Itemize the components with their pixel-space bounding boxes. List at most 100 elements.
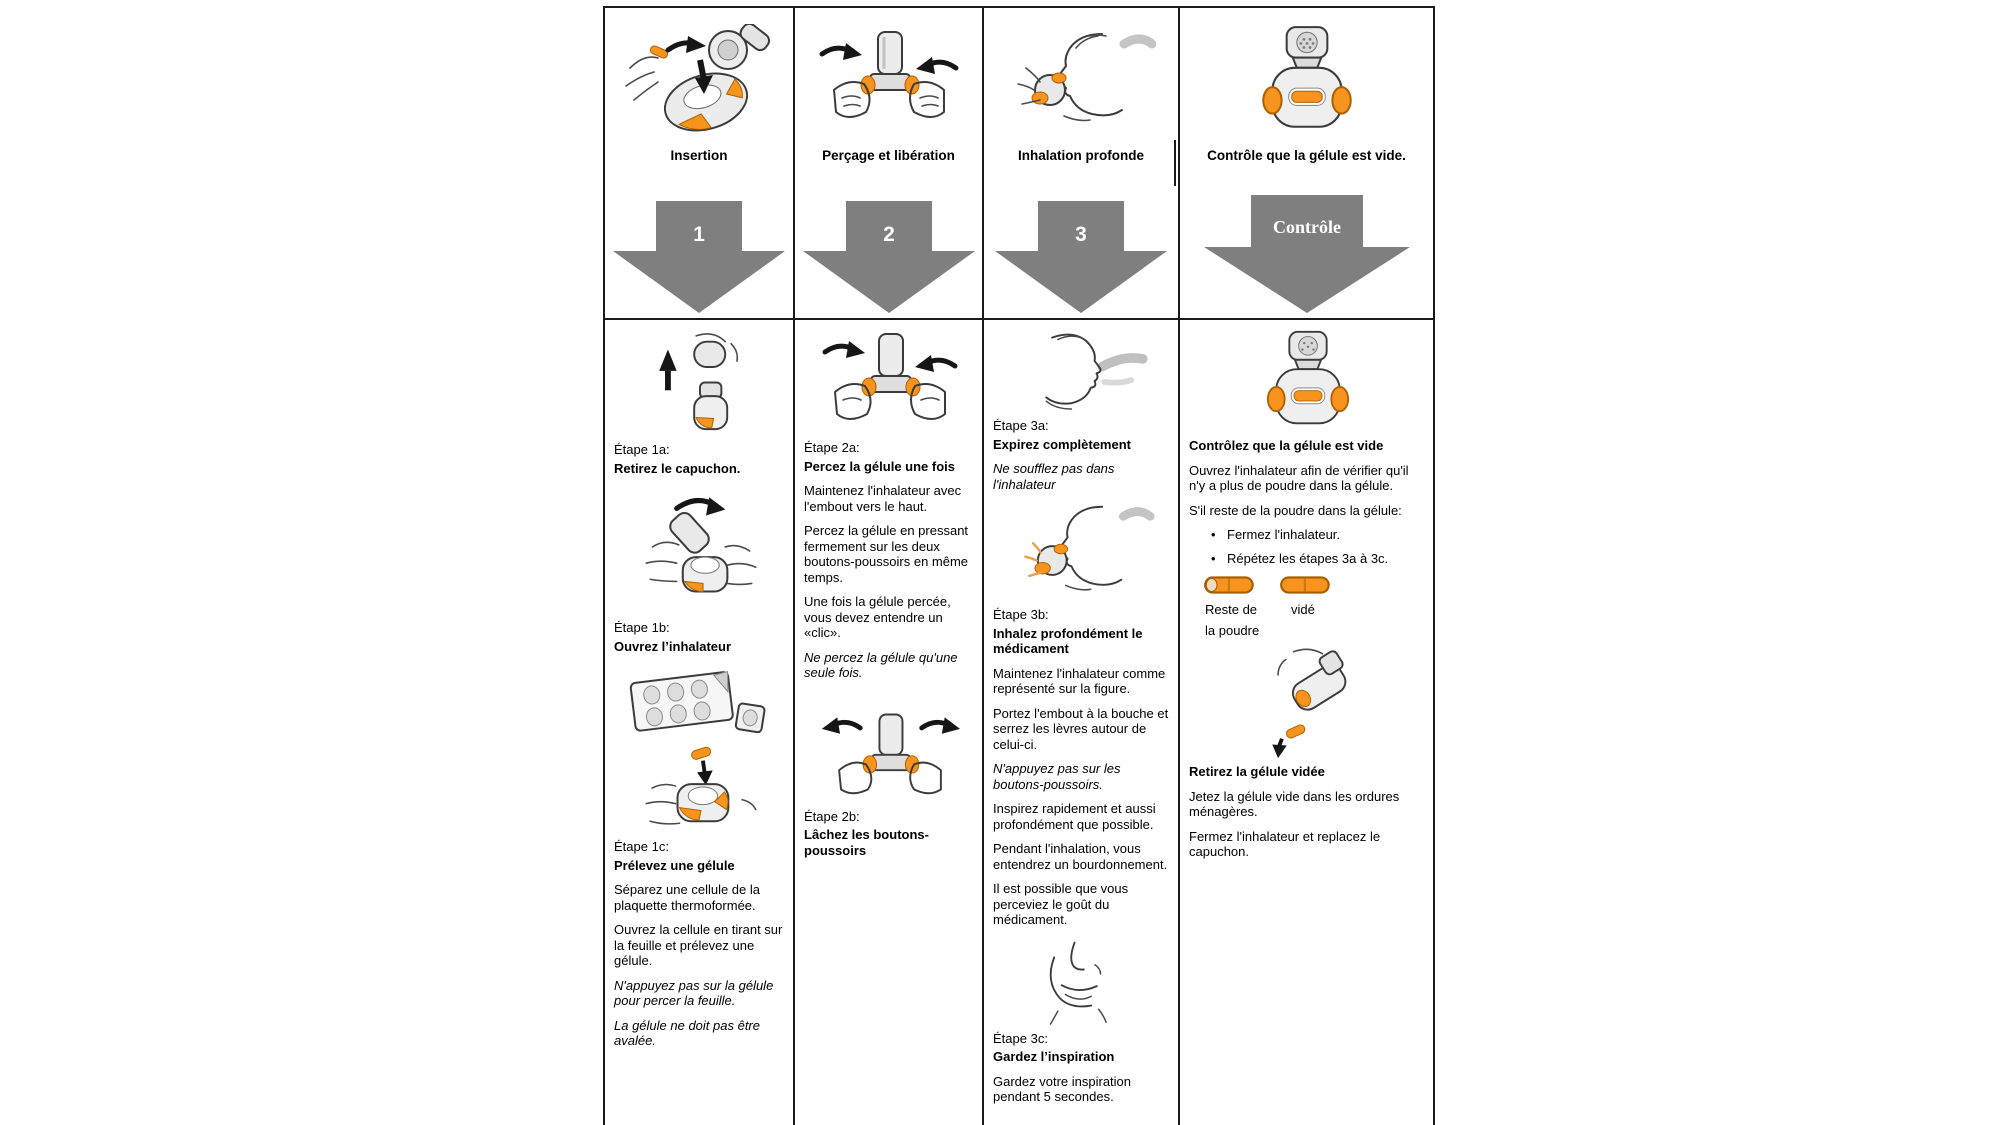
open-inhaler-front-icon (1261, 25, 1352, 128)
header-label-inhalation: Inhalation profonde (1018, 148, 1144, 163)
capsule-with-powder-icon (1204, 576, 1254, 594)
step-3b-paragraph: Inspirez rapidement et aussi profondémen… (993, 801, 1156, 832)
step-1b-title: Ouvrez l’inhalateur (614, 638, 732, 654)
open-inhaler-front-icon (1266, 330, 1349, 425)
capsule-powder-label: Reste de (1205, 602, 1258, 617)
header-label-piercing: Perçage et libération (822, 148, 955, 163)
check-title: Contrôlez que la gélule est vide (1189, 438, 1384, 453)
header-cell-piercing: Perçage et libération 2 (795, 8, 984, 320)
header-label-control: Contrôle que la gélule est vide. (1207, 148, 1406, 163)
header-cell-insertion: Insertion 1 (605, 8, 795, 320)
blister-pack-icon (629, 670, 766, 734)
exhale-icon (1045, 333, 1148, 410)
step-arrow-3-label: 3 (1075, 223, 1087, 246)
step-1c-label: Étape 1c: (614, 839, 669, 854)
step-3a-label: Étape 3a: (993, 418, 1049, 433)
step-2b-title: Lâchez les boutons-poussoirs (804, 827, 929, 858)
step-3a-title: Expirez complètement (993, 436, 1131, 452)
step-arrow-3: 3 (995, 201, 1167, 313)
header-label-insertion: Insertion (670, 148, 728, 163)
step-1c-paragraph: Séparez une cellule de la plaquette ther… (614, 882, 760, 913)
step-1b-illustration (614, 490, 786, 612)
inhaler-open-capsule-icon (625, 24, 771, 132)
step-arrow-1-label: 1 (693, 223, 705, 246)
capsule-labels: Reste de la poudre vidé (1193, 602, 1426, 638)
step-arrow-1: 1 (613, 201, 785, 313)
step-3c-illustration (993, 937, 1171, 1025)
step-1a-title: Retirez le capuchon. (614, 460, 741, 476)
instruction-table: Insertion 1 (603, 6, 1435, 1125)
step-1b-label: Étape 1b: (614, 620, 670, 635)
step-2a-paragraph: Une fois la gélule percée, vous devez en… (804, 594, 951, 640)
blister-illustration (614, 663, 786, 743)
column-insertion-steps: Étape 1a: Retirez le capuchon. Étape 1b:… (605, 320, 795, 1125)
insertion-illustration (605, 8, 793, 148)
step-2b-illustration (804, 703, 975, 799)
check-bullet-text: Fermez l'inhalateur. (1227, 527, 1341, 542)
step-2a-paragraph: Maintenez l'inhalateur avec l'embout ver… (804, 483, 962, 514)
control-illustration (1180, 8, 1433, 148)
check-capsule-illustration (1189, 330, 1426, 428)
header-cell-inhalation: Inhalation profonde 3 (984, 8, 1180, 320)
open-inhaler-icon (645, 497, 757, 593)
release-buttons-icon (821, 713, 960, 794)
step-3a-note: Ne soufflez pas dans l'inhalateur (993, 461, 1115, 492)
step-3b-paragraph: Maintenez l'inhalateur comme représenté … (993, 665, 1166, 697)
bullet-icon: • (1211, 527, 1216, 542)
check-bullet-text: Répétez les étapes 3a à 3c. (1227, 550, 1389, 566)
step-arrow-2: 2 (802, 201, 975, 313)
step-arrow-control: Contrôle (1203, 195, 1410, 313)
step-arrow-2-label: 2 (883, 223, 895, 246)
column-piercing-steps: Étape 2a: Percez la gélule une fois Main… (795, 320, 984, 1125)
step-2b-label: Étape 2b: (804, 808, 860, 824)
piercing-illustration (795, 8, 982, 148)
tip-out-capsule-icon (1271, 648, 1346, 759)
step-3b-label: Étape 3b: (993, 607, 1049, 622)
empty-capsule-icon (1280, 576, 1330, 594)
step-3b-paragraph: Pendant l'inhalation, vous entendrez un … (993, 841, 1168, 872)
capsule-comparison (1203, 574, 1426, 596)
check-bullet-item: • Fermez l'inhalateur. (1189, 527, 1426, 543)
step-1c-note: La gélule ne doit pas être avalée. (614, 1017, 760, 1049)
inhalation-illustration (984, 8, 1178, 148)
step-2a-note: Ne percez la gélule qu'une seule fois. (804, 649, 958, 681)
capsule-powder-label: la poudre (1205, 622, 1260, 638)
step-2a-title: Percez la gélule une fois (804, 458, 955, 474)
step-3c-label: Étape 3c: (993, 1030, 1048, 1046)
step-3a-illustration (993, 328, 1171, 410)
header-cell-control: Contrôle que la gélule est vide. Contrôl… (1180, 8, 1433, 320)
inhale-device-icon (1024, 505, 1155, 591)
press-buttons-icon (822, 333, 957, 420)
step-arrow-control-label: Contrôle (1273, 217, 1341, 237)
discard-capsule-illustration (1189, 646, 1426, 760)
step-1a-illustration (614, 332, 786, 434)
press-buttons-icon (819, 31, 958, 118)
insert-capsule-illustration (614, 745, 786, 833)
step-1a-label: Étape 1a: (614, 442, 670, 457)
step-3b-note: N'appuyez pas sur les boutons-poussoirs. (993, 761, 1121, 792)
step-3b-paragraph: Portez l'embout à la bouche et serrez le… (993, 705, 1169, 752)
step-3c-title: Gardez l’inspiration (993, 1049, 1115, 1064)
inhale-device-icon (1017, 33, 1156, 122)
step-2a-paragraph: Percez la gélule en pressant fermement s… (804, 523, 969, 585)
step-1c-note: N'appuyez pas sur la gélule pour percer … (614, 977, 774, 1009)
step-3c-paragraph: Gardez votre inspiration pendant 5 secon… (993, 1073, 1132, 1105)
capsule-empty-label: vidé (1291, 602, 1315, 617)
step-3b-illustration (993, 501, 1171, 597)
table-border-artifact (1174, 140, 1176, 186)
step-3b-title: Inhalez profondément le médicament (993, 625, 1143, 657)
step-2a-illustration (804, 330, 975, 430)
check-paragraph: S'il reste de la poudre dans la gélule: (1189, 502, 1402, 518)
remove-cap-icon (659, 333, 739, 431)
step-2a-label: Étape 2a: (804, 440, 860, 455)
bullet-icon: • (1211, 550, 1216, 566)
step-1c-title: Prélevez une gélule (614, 857, 735, 873)
step-1c-paragraph: Ouvrez la cellule en tirant sur la feuil… (614, 922, 783, 968)
remove-title: Retirez la gélule vidée (1189, 764, 1325, 779)
insert-capsule-icon (645, 746, 757, 825)
column-control-steps: Contrôlez que la gélule est vide Ouvrez … (1180, 320, 1433, 1125)
check-bullet-item: • Répétez les étapes 3a à 3c. (1189, 551, 1426, 567)
hold-breath-face-icon (1049, 941, 1107, 1025)
column-inhalation-steps: Étape 3a: Expirez complètement Ne souffl… (984, 320, 1180, 1125)
remove-paragraph: Fermez l'inhalateur et replacez le capuc… (1189, 828, 1381, 860)
